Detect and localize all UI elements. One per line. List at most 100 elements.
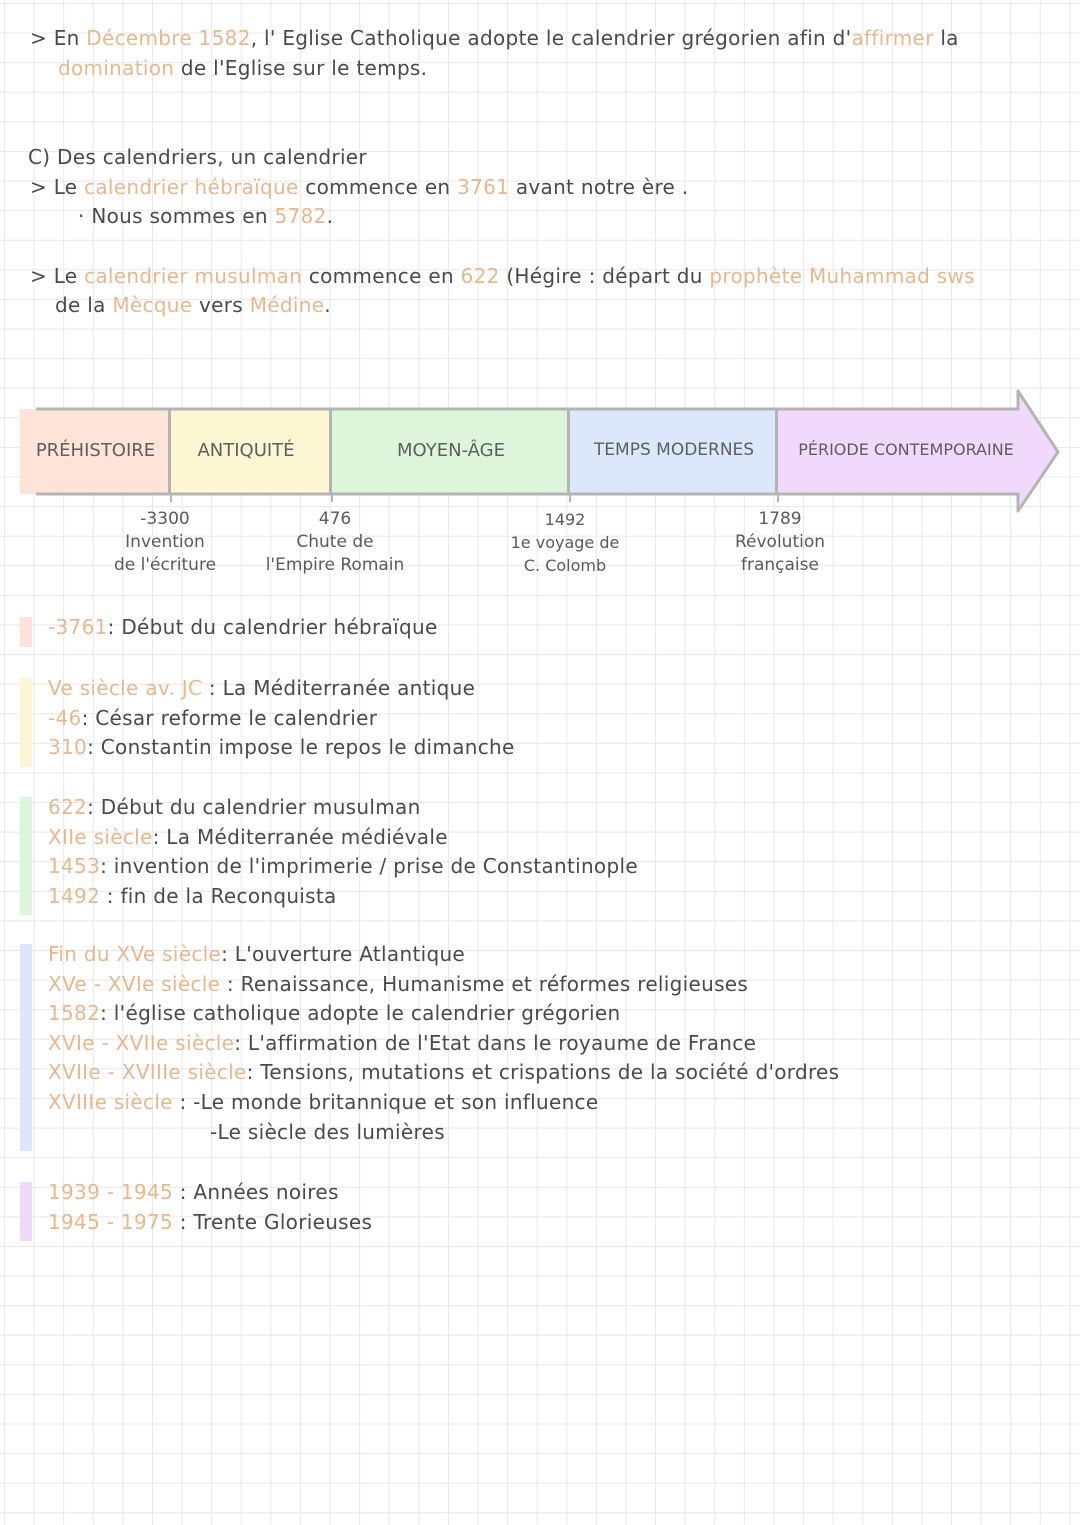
event-date: -3300: [140, 509, 190, 529]
entry-text: -Le siècle des lumières: [210, 1119, 445, 1144]
period-band-prehistoire: [20, 409, 171, 494]
intro-text: , l' Eglise Catholique adopte le calendr…: [250, 26, 852, 50]
entry-text: : L'ouverture Atlantique: [221, 942, 466, 966]
period-label: MOYEN-ÂGE: [397, 440, 505, 461]
timeline-event: -3300 Invention de l'écriture: [100, 508, 230, 577]
timeline-event: 1789 Révolution française: [720, 508, 840, 577]
chronology-entry: 310: Constantin impose le repos le diman…: [48, 735, 515, 759]
entry-text: : César reforme le calendrier: [81, 705, 378, 730]
entry-date: XVIe - XVIIe siècle: [48, 1030, 235, 1055]
event-label: de l'écriture: [113, 555, 217, 575]
entry-text: : invention de l'imprimerie / prise de C…: [100, 854, 638, 879]
text: de la: [55, 293, 113, 317]
entry-date: 1582: [48, 1001, 101, 1026]
event-label: française: [741, 555, 819, 575]
highlight-date: 5782: [274, 204, 327, 228]
entry-text: : Constantin impose le repos le dimanche: [87, 735, 515, 760]
timeline-tick: [331, 494, 333, 502]
intro-highlight-date: Décembre 1582: [86, 26, 251, 50]
chronology-entry: XIIe siècle: La Méditerranée médiévale: [48, 825, 448, 849]
intro-highlight: affirmer: [851, 26, 934, 50]
period-label: PÉRIODE CONTEMPORAINE: [798, 440, 1014, 459]
entry-text: : La Méditerranée antique: [202, 676, 476, 700]
intro-line-2: domination de l'Eglise sur le temps.: [58, 56, 427, 80]
highlight: calendrier musulman: [84, 264, 303, 288]
text: > Le: [30, 264, 85, 288]
entry-text: : fin de la Reconquista: [100, 883, 337, 908]
period-color-bar: [20, 944, 32, 1152]
intro-line-1: > En Décembre 1582, l' Eglise Catholique…: [30, 26, 959, 50]
chronology-entry: 1582: l'église catholique adopte le cale…: [48, 1001, 620, 1025]
timeline-tick: [569, 494, 571, 502]
text: vers: [192, 293, 250, 317]
period-color-bar: [20, 617, 32, 647]
entry-date: Fin du XVe siècle: [48, 942, 222, 966]
text: (Hégire : départ du: [499, 264, 710, 288]
chronology-entry: Ve siècle av. JC : La Méditerranée antiq…: [48, 676, 475, 700]
period-band-moyen-age: [332, 409, 570, 494]
period-band-temps-modernes: [570, 409, 778, 494]
chronology-entry: 1939 - 1945 : Années noires: [48, 1180, 339, 1204]
period-label: PRÉHISTOIRE: [35, 440, 156, 461]
chronology-entry: -46: César reforme le calendrier: [48, 706, 377, 730]
period-color-bar: [20, 1182, 32, 1242]
chronology-entry: XVIIIe siècle : -Le monde britannique et…: [48, 1090, 598, 1114]
period-label: ANTIQUITÉ: [197, 440, 295, 461]
intro-text: > En: [30, 26, 87, 50]
entry-text: : L'affirmation de l'Etat dans le royaum…: [234, 1030, 757, 1055]
intro-text: de l'Eglise sur le temps.: [174, 56, 428, 80]
entry-date: 1945 - 1975: [48, 1209, 174, 1234]
chronology-entry: 1945 - 1975 : Trente Glorieuses: [48, 1210, 372, 1234]
entry-date: 622: [48, 795, 88, 819]
period-color-bar: [20, 797, 32, 916]
entry-text: : Tensions, mutations et crispations de …: [246, 1060, 840, 1085]
highlight: calendrier hébraïque: [84, 175, 299, 199]
event-date: 1492: [544, 510, 586, 529]
entry-text: : Début du calendrier hébraïque: [107, 615, 438, 639]
chronology-entry: -Le siècle des lumières: [210, 1120, 445, 1144]
chronology-entry: XVIe - XVIIe siècle: L'affirmation de l'…: [48, 1031, 756, 1055]
timeline-event: 476 Chute de l'Empire Romain: [255, 508, 415, 577]
chronology-entry: -3761: Début du calendrier hébraïque: [48, 615, 438, 639]
event-label: Chute de: [296, 532, 374, 552]
timeline-event: 1492 1e voyage de C. Colomb: [500, 508, 630, 577]
entry-date: 1492: [48, 883, 101, 908]
highlight-date: 3761: [457, 175, 510, 199]
highlight: Mècque: [112, 293, 193, 317]
highlight-date: 622: [460, 264, 500, 288]
entry-text: : Années noires: [173, 1180, 339, 1204]
entry-text: : l'église catholique adopte le calendri…: [100, 1001, 621, 1026]
text: avant notre ère .: [509, 175, 689, 199]
chronology-entry: XVe - XVIe siècle : Renaissance, Humanis…: [48, 972, 748, 996]
event-label: 1e voyage de: [510, 533, 620, 552]
entry-date: 1939 - 1945: [48, 1180, 174, 1204]
entry-date: -3761: [48, 615, 108, 639]
text: commence en: [302, 264, 461, 288]
entry-date: XVIIe - XVIIIe siècle: [48, 1060, 247, 1085]
entry-date: XIIe siècle: [48, 824, 153, 849]
chronology-entry: Fin du XVe siècle: L'ouverture Atlantiqu…: [48, 942, 465, 966]
entry-date: Ve siècle av. JC: [48, 676, 203, 700]
entry-date: 310: [48, 735, 88, 760]
chronology-entry: 622: Début du calendrier musulman: [48, 795, 421, 819]
chronology-entry: 1453: invention de l'imprimerie / prise …: [48, 854, 638, 878]
event-label: l'Empire Romain: [265, 555, 405, 575]
highlight: prophète Muhammad sws: [709, 264, 975, 288]
intro-highlight: domination: [58, 56, 175, 80]
entry-text: : La Méditerranée médiévale: [152, 824, 448, 849]
current-year-line: · Nous sommes en 5782.: [78, 204, 333, 228]
chronology-entry: 1492 : fin de la Reconquista: [48, 884, 337, 908]
text: · Nous sommes en: [78, 204, 275, 228]
entry-date: 1453: [48, 854, 101, 879]
hebrew-line: > Le calendrier hébraïque commence en 37…: [30, 175, 688, 199]
highlight: Médine: [249, 293, 325, 317]
event-date: 476: [318, 509, 352, 529]
event-label: Révolution: [734, 532, 826, 552]
event-date: 1789: [758, 509, 802, 529]
muslim-line-2: de la Mècque vers Médine.: [55, 293, 331, 317]
intro-text: la: [933, 26, 959, 50]
text: .: [324, 293, 331, 317]
period-label: TEMPS MODERNES: [593, 440, 755, 460]
event-label: C. Colomb: [523, 556, 607, 575]
entry-text: : Trente Glorieuses: [173, 1209, 373, 1234]
